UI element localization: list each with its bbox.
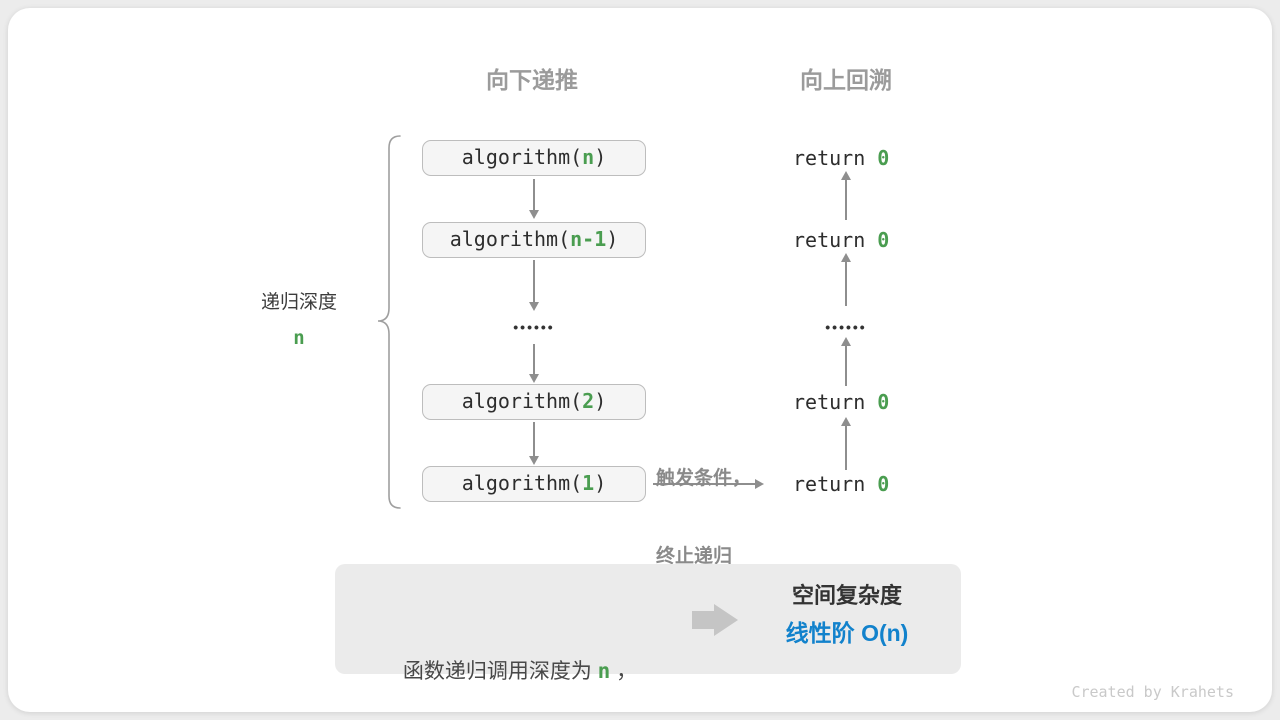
base-case-arrow	[653, 479, 764, 489]
trigger-line1: 触发条件，	[656, 468, 752, 489]
down-arrow	[529, 422, 539, 465]
call-box-n: algorithm(n)	[422, 140, 646, 176]
up-arrow	[841, 253, 851, 306]
return-statement: return 0	[793, 227, 889, 253]
call-box-2: algorithm(2)	[422, 384, 646, 420]
return-value: 0	[877, 146, 890, 170]
complexity-notation: O(n)	[861, 620, 909, 646]
code-text: return	[793, 472, 878, 496]
code-text: return	[793, 146, 878, 170]
ellipsis-right: ••••••	[825, 319, 867, 335]
down-arrow	[529, 344, 539, 383]
code-arg: 2	[582, 389, 595, 413]
down-arrow	[529, 179, 539, 219]
code-text: )	[594, 145, 607, 169]
code-text: algorithm(	[461, 389, 583, 413]
header-backtrack-up: 向上回溯	[800, 67, 892, 93]
credit-text: Created by Krahets	[1071, 683, 1234, 701]
down-arrow	[529, 260, 539, 311]
code-text: return	[793, 228, 878, 252]
header-recurse-down: 向下递推	[486, 67, 578, 93]
depth-value: n	[293, 327, 305, 349]
code-text: )	[594, 389, 607, 413]
return-value: 0	[877, 472, 890, 496]
return-value: 0	[877, 390, 890, 414]
return-statement: return 0	[793, 145, 889, 171]
complexity-result: 线性阶 O(n)	[747, 619, 947, 647]
complexity-order: 线性阶	[785, 620, 862, 646]
summary-description: 函数递归调用深度为 n ， 共使用 O(n) 的栈帧空间	[353, 581, 687, 720]
summary-text: 函数递归调用深度为	[402, 660, 598, 683]
call-box-n-1: algorithm(n-1)	[422, 222, 646, 258]
code-text: return	[793, 390, 878, 414]
code-text: )	[606, 227, 619, 251]
trigger-condition-label: 触发条件， 终止递归	[656, 414, 751, 622]
return-statement: return 0	[793, 471, 889, 497]
call-box-1: algorithm(1)	[422, 466, 646, 502]
summary-box: 函数递归调用深度为 n ， 共使用 O(n) 的栈帧空间 空间复杂度 线性阶 O…	[335, 564, 961, 683]
up-arrow	[841, 337, 851, 386]
return-statement: return 0	[793, 389, 889, 415]
summary-text: ，	[610, 660, 638, 683]
depth-label: 递归深度	[260, 292, 337, 313]
return-value: 0	[877, 228, 890, 252]
ellipsis-left: ••••••	[513, 319, 555, 335]
up-arrow	[841, 417, 851, 470]
code-text: algorithm(	[449, 227, 571, 251]
depth-brace	[377, 135, 401, 509]
up-arrow	[841, 171, 851, 220]
code-arg: n-1	[570, 227, 607, 251]
code-text: algorithm(	[461, 145, 583, 169]
code-text: )	[594, 471, 607, 495]
diagram-card: 向下递推 向上回溯 递归深度 n algorithm(n) algorithm(…	[8, 8, 1272, 712]
summary-n: n	[597, 659, 611, 683]
code-arg: 1	[582, 471, 595, 495]
implies-arrow-icon	[692, 604, 738, 636]
code-arg: n	[582, 145, 595, 169]
trigger-line2: 终止递归	[656, 546, 733, 567]
complexity-title: 空间复杂度	[791, 583, 902, 608]
summary-line1: 函数递归调用深度为 n ，	[353, 653, 687, 690]
code-text: algorithm(	[461, 471, 583, 495]
